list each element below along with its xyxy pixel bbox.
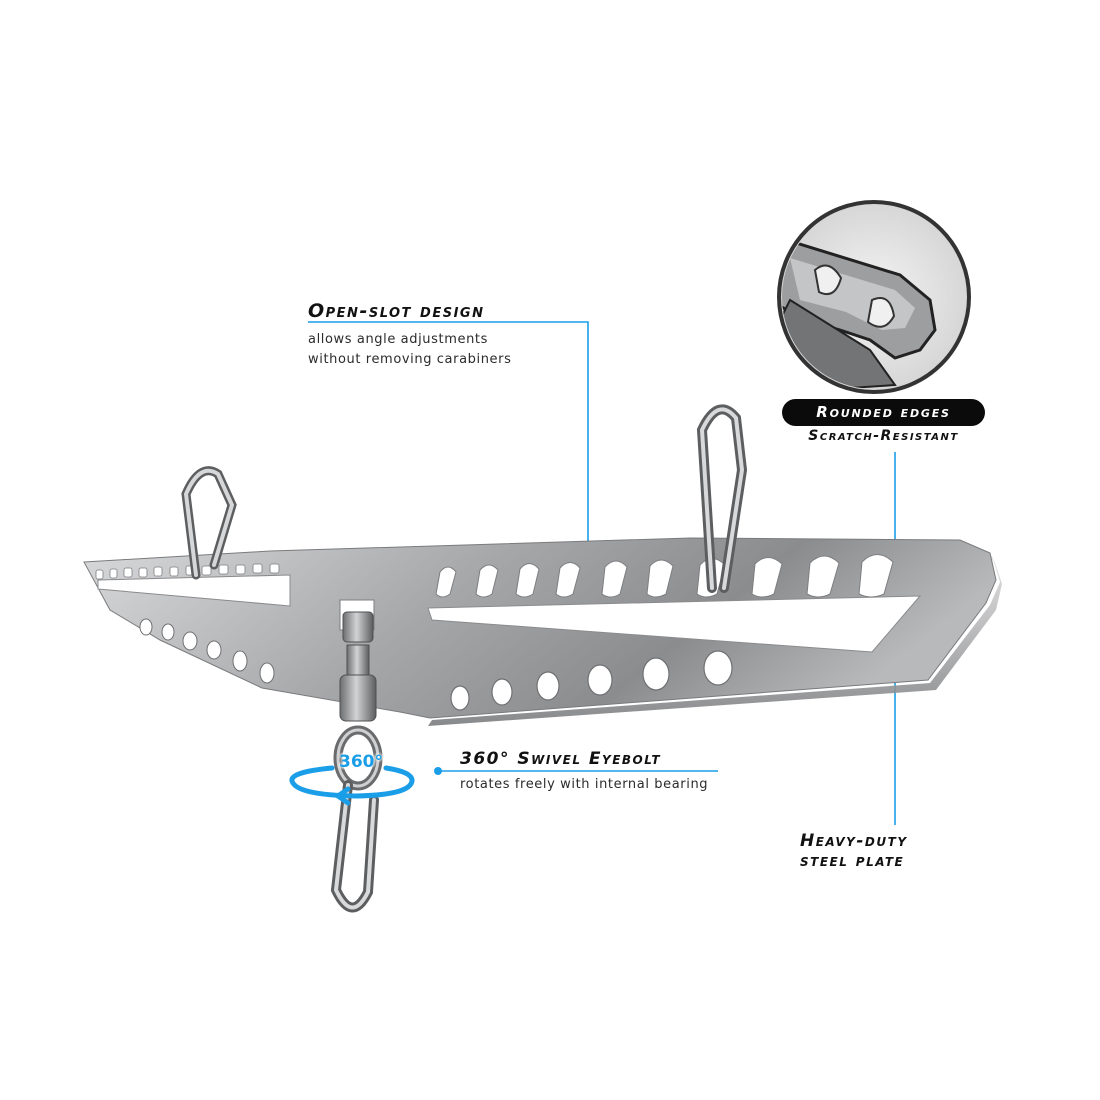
open-slot-callout: Open-slot design allows angle adjustment… [308, 300, 511, 370]
swivel-callout: 360° Swivel Eyebolt rotates freely with … [460, 749, 708, 795]
scratch-resistant-label: Scratch-Resistant [808, 428, 959, 444]
steel-plate [82, 537, 1002, 726]
callout-lines [308, 321, 896, 825]
heavy-duty-line2: steel plate [800, 851, 905, 871]
swivel-360-badge: 360° [339, 752, 383, 772]
rounded-edges-pill: Rounded edges [782, 399, 985, 426]
open-slot-line2: without removing carabiners [308, 352, 512, 367]
callout-dot-icon [434, 767, 442, 775]
open-slot-line1: allows angle adjustments [308, 332, 488, 347]
rotation-arrow-icon [289, 765, 415, 806]
carabiner-left [181, 466, 237, 580]
open-slot-title: Open-slot design [308, 300, 485, 322]
carabiner-right [696, 404, 748, 593]
open-slot-leader-line [308, 321, 589, 580]
swivel-title: 360° Swivel Eyebolt [460, 749, 662, 769]
heavy-duty-callout: Heavy-duty steel plate [800, 831, 908, 871]
carabiner-bottom [330, 780, 379, 913]
swivel-sub: rotates freely with internal bearing [460, 777, 709, 792]
heavy-duty-line1: Heavy-duty [800, 831, 908, 851]
swivel-eyebolt [333, 611, 383, 791]
rounded-edges-detail [777, 200, 971, 394]
